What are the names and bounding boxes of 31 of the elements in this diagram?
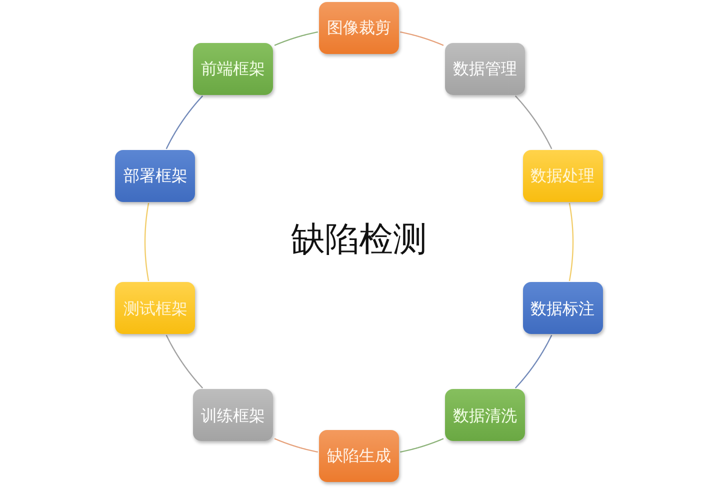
connector-arc bbox=[514, 334, 552, 388]
step-label: 数据处理 bbox=[530, 166, 595, 186]
connector-arc bbox=[166, 334, 204, 388]
process-box bbox=[193, 42, 274, 95]
step-label: 数据清洗 bbox=[452, 406, 517, 425]
process-box bbox=[444, 389, 525, 442]
step-label: 训练框架 bbox=[201, 406, 266, 425]
step-label: 部署框架 bbox=[123, 166, 188, 186]
process-box bbox=[319, 430, 399, 482]
connector-arc bbox=[166, 96, 204, 150]
step-label: 前端框架 bbox=[201, 59, 266, 78]
process-box bbox=[115, 282, 196, 334]
step-label: 测试框架 bbox=[123, 298, 188, 318]
process-box bbox=[522, 282, 603, 334]
connector-arc bbox=[400, 438, 444, 453]
process-box bbox=[115, 150, 196, 202]
step-label: 数据管理 bbox=[452, 59, 517, 78]
connector-arc bbox=[274, 438, 318, 453]
connector-arc bbox=[144, 202, 150, 282]
connector-arc bbox=[568, 202, 574, 282]
step-label: 图像裁剪 bbox=[327, 18, 391, 38]
connector-arc bbox=[514, 96, 552, 150]
process-box bbox=[319, 2, 399, 54]
connector-arc bbox=[274, 31, 318, 46]
connector-arc bbox=[400, 31, 444, 46]
step-label: 缺陷生成 bbox=[327, 446, 391, 466]
process-box bbox=[444, 42, 525, 95]
center-title: 缺陷检测 bbox=[291, 220, 427, 260]
process-box bbox=[522, 150, 603, 202]
step-label: 数据标注 bbox=[530, 298, 595, 318]
process-box bbox=[193, 389, 274, 442]
